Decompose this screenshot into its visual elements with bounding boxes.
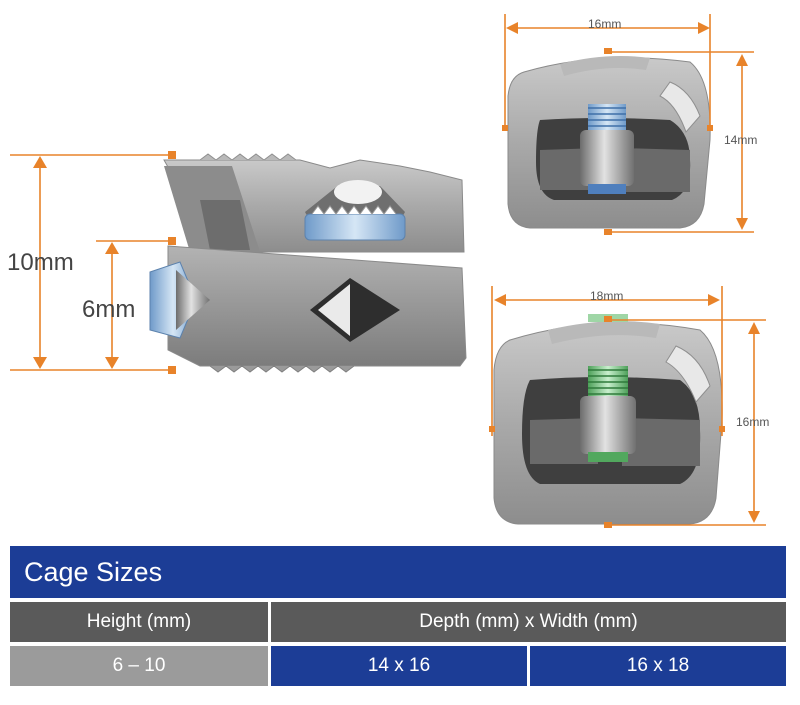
- top-small-depth-label: 14mm: [724, 133, 758, 147]
- top-small-width-label: 16mm: [588, 17, 622, 31]
- top-large-depth-label: 16mm: [736, 415, 770, 429]
- product-illustration: 10mm 6mm 16mm 14mm 18mm 16mm: [7, 14, 770, 528]
- size-a-value: 14 x 16: [271, 646, 527, 686]
- cage-sizes-title: Cage Sizes: [10, 546, 786, 598]
- size-b-value: 16 x 18: [530, 646, 786, 686]
- cage-drawings: [10, 14, 766, 528]
- depth-width-header: Depth (mm) x Width (mm): [271, 602, 786, 642]
- top-large-width-label: 18mm: [590, 289, 624, 303]
- table-row: 6 – 10 14 x 16 16 x 18: [10, 646, 786, 686]
- table-header-row: Height (mm) Depth (mm) x Width (mm): [10, 602, 786, 642]
- cage-sizes-table: Cage Sizes Height (mm) Depth (mm) x Widt…: [10, 546, 786, 686]
- side-height-min-label: 6mm: [82, 296, 136, 323]
- top-view-small-cage: [507, 56, 711, 229]
- height-value: 6 – 10: [10, 646, 268, 686]
- top-view-large-cage: [493, 314, 723, 525]
- side-view-cage: [149, 153, 467, 373]
- height-header: Height (mm): [10, 602, 268, 642]
- top-large-dimensions: [489, 286, 766, 528]
- side-height-max-label: 10mm: [7, 249, 74, 276]
- top-small-dimensions: [502, 14, 754, 235]
- side-height-dimension: [10, 151, 176, 374]
